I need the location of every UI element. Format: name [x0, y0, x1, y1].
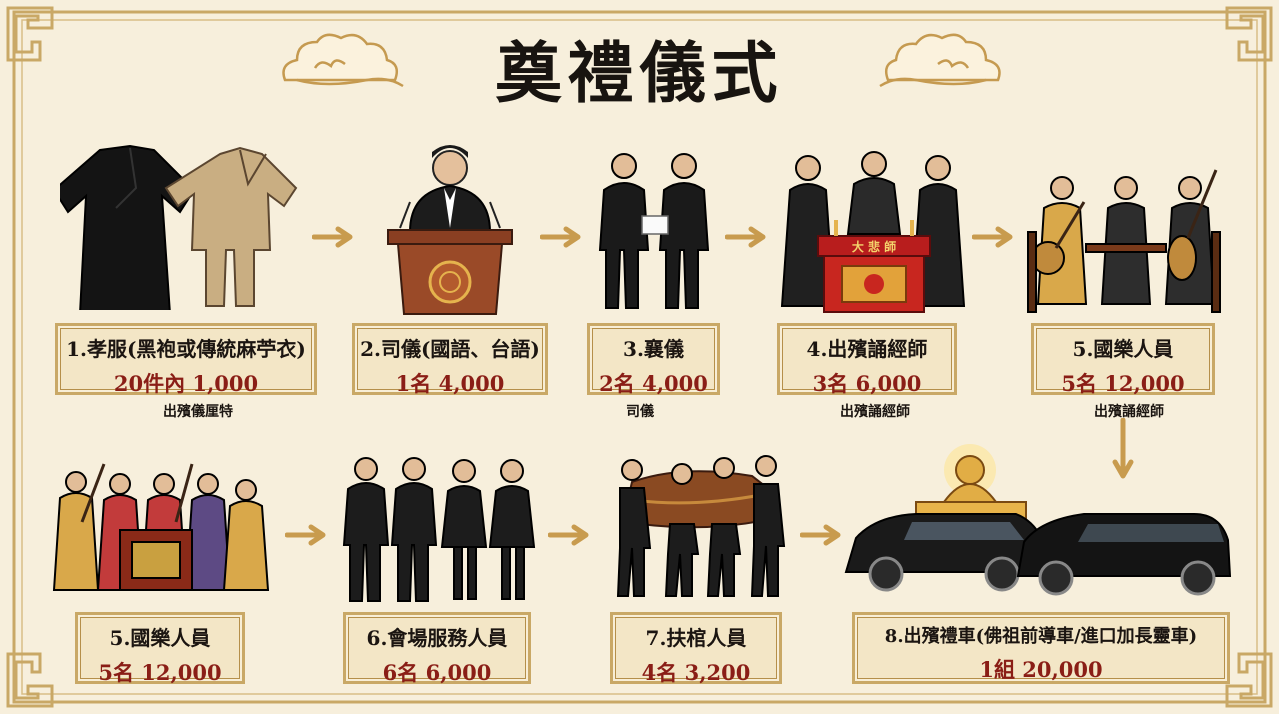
step-2-price: 1名 4,000: [395, 371, 505, 396]
step-1-card: 1.孝服(黑袍或傳統麻苧衣) 20件內 1,000: [55, 323, 317, 396]
step-4-caption: 出殯誦經師: [840, 404, 910, 420]
step-3-card: 3.襄儀 2名 4,000: [587, 323, 720, 396]
step-6-name: 6.會場服務人員: [366, 626, 508, 650]
step-6-card: 6.會場服務人員 6名 6,000: [343, 612, 531, 685]
step-6-price: 6名 6,000: [382, 660, 492, 685]
step-4-price: 3名 6,000: [812, 371, 922, 396]
cloud-ornament-left: [282, 33, 404, 88]
mc-podium-illustration: [387, 145, 513, 315]
arrow-right-icon: [540, 226, 581, 248]
step-3-name: 3.襄儀: [623, 337, 684, 361]
step-5-name: 5.國樂人員: [1072, 337, 1174, 361]
page-title: 奠禮儀式: [495, 34, 784, 112]
step-7-name: 7.扶棺人員: [645, 626, 747, 650]
step-3-caption: 司儀: [626, 404, 654, 420]
chanting-monks-illustration: 大 悲 師: [780, 151, 966, 313]
step-7-price: 4名 3,200: [641, 660, 751, 685]
music-ensemble-illustration: [52, 463, 270, 591]
arrow-right-icon: [800, 524, 841, 546]
venue-staff-illustration: [342, 457, 536, 602]
step-2-card: 2.司儀(國語、台語) 1名 4,000: [352, 323, 548, 396]
mourning-clothes-illustration: [60, 144, 298, 310]
cloud-ornament-right: [879, 33, 1001, 88]
step-3-price: 2名 4,000: [599, 371, 708, 396]
step-8-name: 8.出殯禮車(佛祖前導車/進口加長靈車): [884, 626, 1198, 647]
step-1-price: 20件內 1,000: [113, 371, 259, 396]
arrow-down-icon: [1112, 418, 1134, 479]
step-5b-price: 5名 12,000: [98, 660, 222, 685]
arrow-right-icon: [725, 226, 766, 248]
step-5-card: 5.國樂人員 5名 12,000: [1031, 323, 1215, 396]
step-4-name: 4.出殯誦經師: [806, 337, 928, 361]
pallbearers-illustration: [616, 455, 786, 597]
arrow-right-icon: [972, 226, 1013, 248]
step-5b-name: 5.國樂人員: [109, 626, 211, 650]
step-5b-card: 5.國樂人員 5名 12,000: [75, 612, 245, 685]
step-7-card: 7.扶棺人員 4名 3,200: [610, 612, 782, 685]
step-4-card: 4.出殯誦經師 3名 6,000: [777, 323, 957, 396]
arrow-right-icon: [548, 524, 589, 546]
step-1-caption: 出殯儀厘特: [163, 404, 233, 420]
arrow-right-icon: [312, 226, 353, 248]
funeral-cars-illustration: [844, 444, 1232, 596]
arrow-right-icon: [285, 524, 326, 546]
music-group-illustration-top: [1027, 169, 1221, 313]
step-8-card: 8.出殯禮車(佛祖前導車/進口加長靈車) 1組 20,000: [852, 612, 1230, 684]
assistants-illustration: [598, 153, 710, 309]
altar-banner: 大 悲 師: [852, 239, 896, 254]
step-1-name: 1.孝服(黑袍或傳統麻苧衣): [66, 337, 306, 361]
step-2-name: 2.司儀(國語、台語): [360, 337, 540, 361]
step-5-caption: 出殯誦經師: [1094, 404, 1164, 420]
step-8-price: 1組 20,000: [979, 657, 1103, 682]
step-5-price: 5名 12,000: [1061, 371, 1185, 396]
